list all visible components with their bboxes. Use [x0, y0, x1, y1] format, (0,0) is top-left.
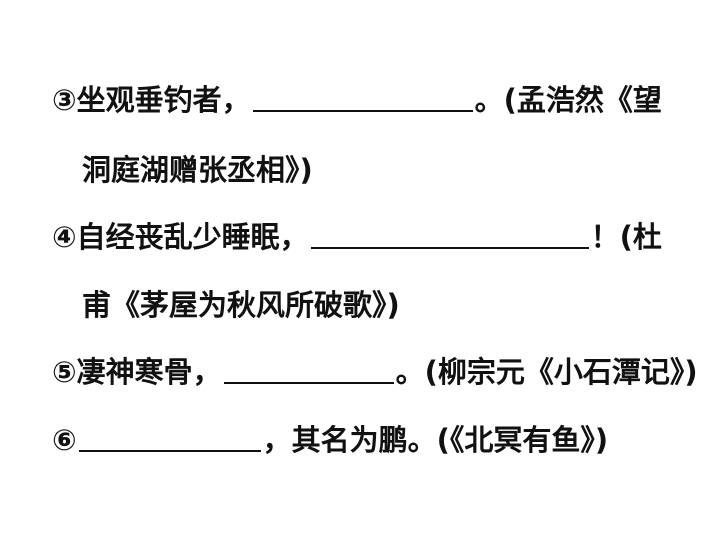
- question-6-marker: ⑥: [52, 423, 77, 457]
- question-6-line: ⑥ ，其名为鹏。(《北冥有鱼》): [52, 420, 608, 460]
- question-5-marker: ⑤: [52, 355, 77, 389]
- question-6-blank[interactable]: [78, 422, 261, 452]
- question-4-line: ④自经丧乱少睡眠， ！(杜: [52, 217, 662, 257]
- question-3-line: ③坐观垂钓者， 。(孟浩然《望: [52, 80, 662, 120]
- question-5-line: ⑤凄神寒骨， 。(柳宗元《小石潭记》): [52, 352, 698, 392]
- question-5-source: 。(柳宗元《小石潭记》): [395, 355, 698, 389]
- question-5-prompt: 凄神寒骨，: [76, 355, 222, 389]
- question-3-blank[interactable]: [252, 82, 473, 112]
- question-3-continuation: 洞庭湖赠张丞相》): [82, 153, 313, 187]
- question-5-blank[interactable]: [223, 354, 394, 384]
- question-3-marker: ③: [52, 83, 77, 117]
- question-4-marker: ④: [52, 220, 77, 254]
- question-4-source: ！(杜: [590, 220, 662, 254]
- question-4-blank[interactable]: [310, 219, 589, 249]
- question-6-source: ，其名为鹏。(《北冥有鱼》): [262, 423, 609, 457]
- question-4-continuation: 甫《茅屋为秋风所破歌》): [82, 288, 400, 322]
- question-3-source: 。(孟浩然《望: [474, 83, 662, 117]
- question-4-prompt: 自经丧乱少睡眠，: [76, 220, 309, 254]
- question-3-prompt: 坐观垂钓者，: [76, 83, 251, 117]
